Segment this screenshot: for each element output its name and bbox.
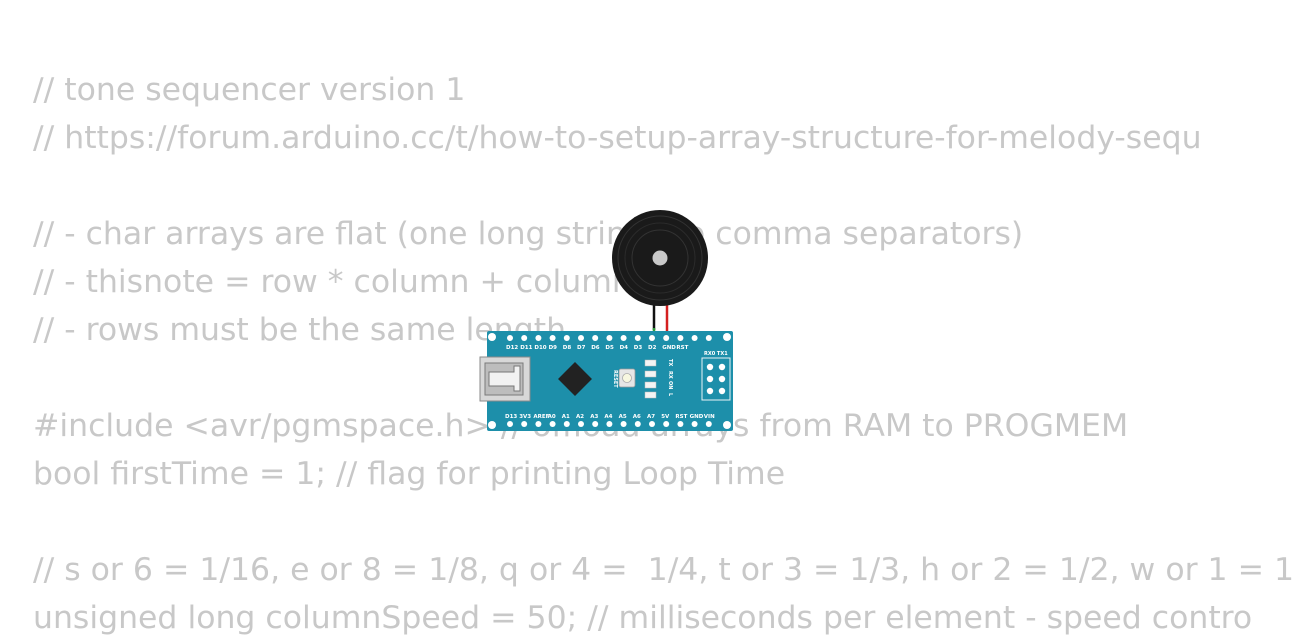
header-pin[interactable] xyxy=(663,335,670,341)
header-pin[interactable] xyxy=(578,335,584,341)
header-pin[interactable] xyxy=(521,335,528,341)
code-line: unsigned long columnSpeed = 50; // milli… xyxy=(33,600,1253,636)
piezo-buzzer[interactable] xyxy=(612,210,708,306)
header-pin[interactable] xyxy=(563,421,570,427)
header-pin[interactable] xyxy=(705,335,712,341)
pin-label: RST xyxy=(675,414,687,420)
code-editor-background: // tone sequencer version 1 // https://fo… xyxy=(33,66,1294,636)
code-line: // tone sequencer version 1 xyxy=(33,72,466,108)
pin-label: A1 xyxy=(562,414,570,420)
header-pin[interactable] xyxy=(578,421,584,427)
header-pin[interactable] xyxy=(507,421,513,427)
pin-label: D7 xyxy=(577,345,586,351)
reset-button[interactable] xyxy=(618,368,636,388)
mount-hole xyxy=(723,421,731,429)
header-pin[interactable] xyxy=(606,335,613,341)
serial-label: RX0 TX1 xyxy=(704,351,728,357)
header-pin[interactable] xyxy=(563,335,570,341)
usb-connector[interactable] xyxy=(479,356,531,402)
pin-label: A0 xyxy=(548,414,556,420)
pin-label: 5V xyxy=(661,414,670,420)
header-pin[interactable] xyxy=(677,421,684,427)
pin-label: VIN xyxy=(704,414,715,420)
pin-label: D11 xyxy=(520,345,532,351)
header-pin[interactable] xyxy=(620,335,627,341)
header-pin[interactable] xyxy=(663,421,670,427)
code-line: // https://forum.arduino.cc/t/how-to-set… xyxy=(33,120,1202,156)
pin-label: GND xyxy=(662,345,676,351)
pin-label: D4 xyxy=(620,345,629,351)
header-pin[interactable] xyxy=(606,421,613,427)
pin-label: D10 xyxy=(534,345,546,351)
microcontroller-chip xyxy=(558,362,592,396)
pin-label: D6 xyxy=(591,345,600,351)
led-label-on: ON xyxy=(667,381,673,389)
led-label-tx: TX xyxy=(667,359,673,366)
pin-label: GND xyxy=(690,414,704,420)
bottom-header-pins xyxy=(507,421,712,427)
header-pin[interactable] xyxy=(521,421,528,427)
header-pin[interactable] xyxy=(634,421,641,427)
pin-label: A6 xyxy=(633,414,641,420)
header-pin[interactable] xyxy=(549,335,556,341)
pin-label: D5 xyxy=(605,345,614,351)
pin-label: A3 xyxy=(590,414,598,420)
pin-label: D9 xyxy=(549,345,558,351)
header-pin[interactable] xyxy=(691,335,698,341)
header-pin[interactable] xyxy=(507,335,513,341)
pin-label: AREF xyxy=(533,414,549,420)
top-header-pins xyxy=(507,335,712,341)
led-labels: TX RX ON L xyxy=(667,359,673,397)
led-label-l: L xyxy=(667,393,673,397)
mount-hole xyxy=(488,421,496,429)
led-label-rx: RX xyxy=(667,371,673,379)
header-pin[interactable] xyxy=(535,335,542,341)
header-pin[interactable] xyxy=(649,421,655,427)
header-pin[interactable] xyxy=(535,421,542,427)
pin-label: A4 xyxy=(604,414,612,420)
code-line: bool firstTime = 1; // flag for printing… xyxy=(33,456,786,492)
status-leds xyxy=(644,359,657,399)
mount-hole xyxy=(488,333,496,341)
code-line: // - char arrays are flat (one long stri… xyxy=(33,216,1024,252)
pin-label: A7 xyxy=(647,414,655,420)
board-pcb xyxy=(487,331,733,431)
header-pin[interactable] xyxy=(649,335,655,341)
mount-hole xyxy=(723,333,731,341)
icsp-header xyxy=(701,357,731,401)
header-pin[interactable] xyxy=(705,421,712,427)
code-line: // - thisnote = row * column + column xyxy=(33,264,632,300)
header-pin[interactable] xyxy=(620,421,627,427)
pin-label: A5 xyxy=(619,414,627,420)
pin-label: 3V3 xyxy=(519,414,531,420)
pin-label: D2 xyxy=(648,345,657,351)
header-pin[interactable] xyxy=(592,335,599,341)
pin-label: D13 xyxy=(505,414,517,420)
pin-label: RST xyxy=(676,345,688,351)
header-pin[interactable] xyxy=(677,335,684,341)
pin-label: D3 xyxy=(634,345,643,351)
pin-label: D8 xyxy=(563,345,572,351)
pin-label: D12 xyxy=(506,345,518,351)
header-pin[interactable] xyxy=(592,421,599,427)
reset-label: RESET xyxy=(612,370,618,388)
pin-label: A2 xyxy=(576,414,584,420)
header-pin[interactable] xyxy=(691,421,698,427)
header-pin[interactable] xyxy=(549,421,556,427)
header-pin[interactable] xyxy=(634,335,641,341)
